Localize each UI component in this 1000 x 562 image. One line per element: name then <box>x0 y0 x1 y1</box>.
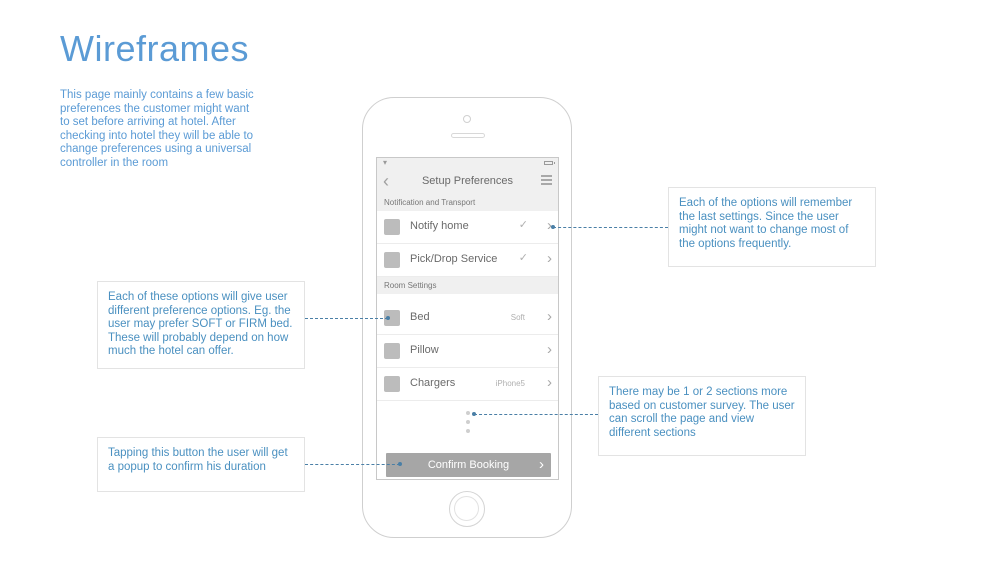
row-value: iPhone5 <box>495 379 525 388</box>
section-header-notification: Notification and Transport <box>377 194 558 211</box>
screen-title: Setup Preferences <box>421 175 514 187</box>
wifi-icon: ▾ <box>383 158 388 167</box>
chevron-right-icon: › <box>547 250 552 267</box>
row-label: Pick/Drop Service <box>410 253 498 265</box>
row-label: Notify home <box>410 220 469 232</box>
connector-line-confirm <box>305 464 400 465</box>
phone-screen: ▾ ‹ Setup Preferences Notification and T… <box>376 157 559 480</box>
intro-text: This page mainly contains a few basic pr… <box>60 89 254 169</box>
annotation-remember: Each of the options will remember the la… <box>668 187 876 267</box>
battery-icon <box>544 161 555 165</box>
option-thumbnail <box>384 310 400 326</box>
annotation-confirm: Tapping this button the user will get a … <box>97 437 305 492</box>
confirm-label: Confirm Booking <box>427 459 510 471</box>
home-button[interactable] <box>449 491 485 527</box>
row-label: Pillow <box>410 344 439 356</box>
connector-dot <box>398 462 402 466</box>
chevron-right-icon: › <box>547 341 552 358</box>
row-label: Chargers <box>410 377 456 389</box>
chevron-right-icon: › <box>547 308 552 325</box>
chevron-left-icon[interactable]: ‹ <box>383 171 389 191</box>
row-pillow[interactable]: Pillow › <box>377 335 558 368</box>
annotation-sections: There may be 1 or 2 sections more based … <box>598 376 806 456</box>
row-label: Bed <box>410 311 430 323</box>
camera-icon <box>463 115 471 123</box>
hamburger-menu-icon[interactable] <box>541 175 552 187</box>
connector-line-sections <box>474 414 598 415</box>
status-bar: ▾ <box>377 158 558 168</box>
connector-dot <box>386 316 390 320</box>
option-thumbnail <box>384 376 400 392</box>
page-title: Wireframes <box>60 28 250 69</box>
row-chargers[interactable]: Chargers iPhone5 › <box>377 368 558 401</box>
nav-bar: ‹ Setup Preferences <box>377 168 558 194</box>
checkmark-icon: ✓ <box>518 252 528 264</box>
option-thumbnail <box>384 252 400 268</box>
chevron-right-icon: › <box>539 456 544 473</box>
row-value: Soft <box>510 313 525 322</box>
connector-dot <box>551 225 555 229</box>
speaker-icon <box>451 133 485 138</box>
confirm-booking-button[interactable]: Confirm Booking › <box>386 453 551 477</box>
section-header-room-settings: Room Settings <box>377 277 558 294</box>
chevron-right-icon: › <box>547 217 552 234</box>
connector-dot <box>472 412 476 416</box>
annotation-preference: Each of these options will give user dif… <box>97 281 305 369</box>
option-thumbnail <box>384 219 400 235</box>
option-thumbnail <box>384 343 400 359</box>
checkmark-icon: ✓ <box>518 219 528 231</box>
chevron-right-icon: › <box>547 374 552 391</box>
row-pick-drop-service[interactable]: Pick/Drop Service ✓ › <box>377 244 558 277</box>
connector-line-remember <box>553 227 668 228</box>
more-sections-indicator <box>466 411 470 438</box>
row-bed[interactable]: Bed Soft › <box>377 302 558 335</box>
connector-line-preference <box>305 318 388 319</box>
row-notify-home[interactable]: Notify home ✓ › <box>377 211 558 244</box>
